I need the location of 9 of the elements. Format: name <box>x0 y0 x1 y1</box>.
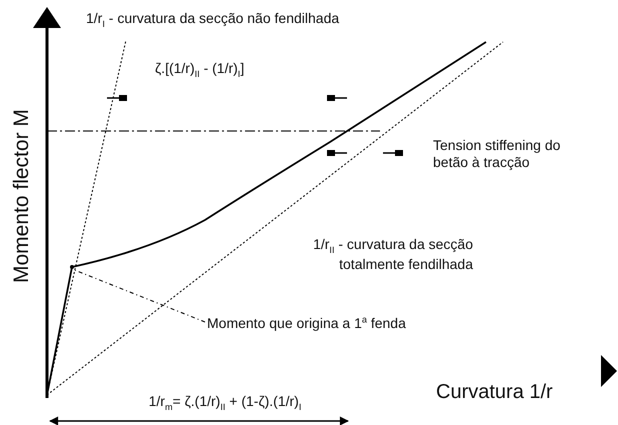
curve-kink-point <box>70 265 74 269</box>
formula-label: 1/r$_{m}$= ζ.(1/r)$_{II}$ + (1-ζ).(1/r)$_{I}$ <box>148 393 302 413</box>
axis-title: Curvatura 1/r <box>436 380 554 404</box>
annotation-text: Momento que origina a 1$^{a}$ fenda <box>207 314 507 332</box>
curve-label: 1/r$_{II}$ - curvatura da secção totalmente fendilhada <box>312 236 473 272</box>
curve-label: 1/r$_{I}$ - curvatura da secção não fendilhada <box>86 10 340 30</box>
axis-title: Momento flector M <box>10 109 34 283</box>
difference-label: ζ.[(1/r)$_{II}$ - (1/r)$_{I}$] <box>155 60 246 80</box>
tension-stiffening-label: Tension stiffening do betão à tracção <box>433 137 562 171</box>
